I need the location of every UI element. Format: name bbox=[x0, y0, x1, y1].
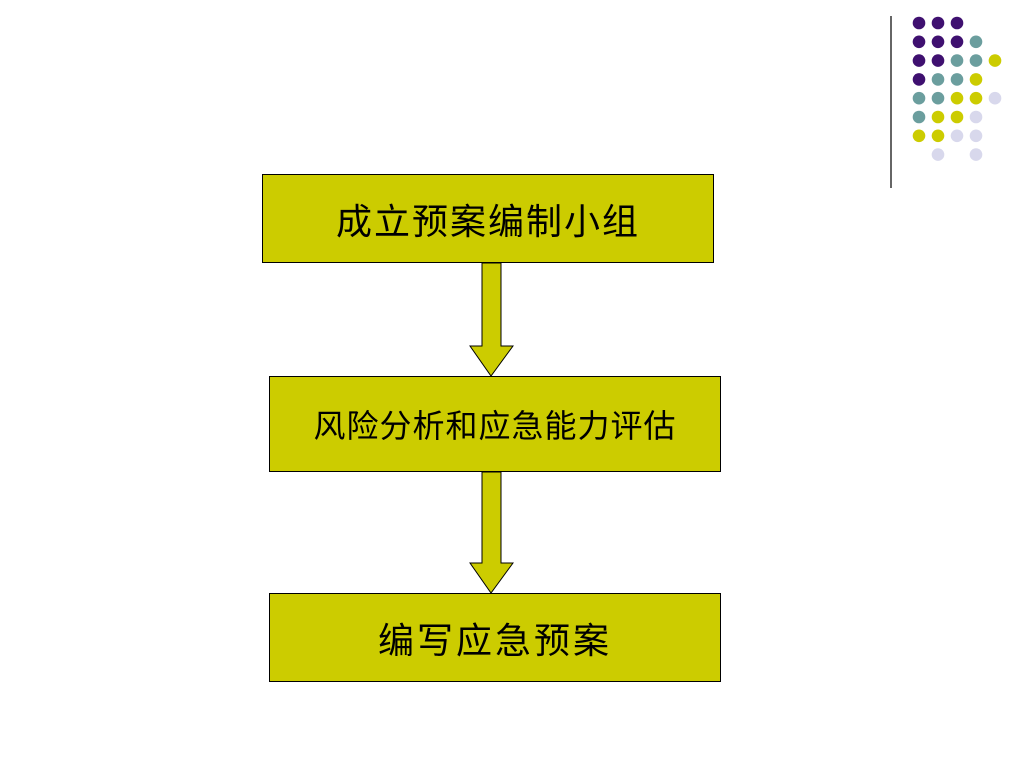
decorative-dot bbox=[969, 148, 983, 161]
decorative-dot bbox=[931, 91, 945, 105]
decorative-dot bbox=[950, 91, 964, 105]
decorative-dot bbox=[912, 73, 926, 86]
down-arrow-2 bbox=[469, 471, 514, 594]
decorative-dot bbox=[931, 148, 945, 161]
step-box-form-team: 成立预案编制小组 bbox=[262, 174, 714, 263]
decorative-dot bbox=[912, 35, 926, 49]
decorative-dot bbox=[931, 16, 945, 30]
decorative-dot bbox=[950, 16, 964, 30]
dot-grid-icon bbox=[890, 16, 1002, 188]
decorative-dot bbox=[912, 91, 926, 105]
decorative-dot bbox=[931, 110, 945, 124]
decorative-dot bbox=[950, 129, 964, 143]
decorative-dot bbox=[912, 110, 926, 124]
decorative-dot bbox=[912, 16, 926, 30]
down-arrow-1 bbox=[469, 262, 514, 377]
decorative-dot bbox=[969, 91, 983, 105]
decorative-dot bbox=[969, 35, 983, 49]
decorative-dot bbox=[950, 73, 964, 86]
decorative-dot bbox=[912, 129, 926, 143]
step-label-2: 风险分析和应急能力评估 bbox=[313, 407, 677, 445]
decorative-dot bbox=[950, 110, 964, 124]
decorative-dot bbox=[950, 54, 964, 67]
decorative-dot bbox=[969, 54, 983, 67]
decorative-dot bbox=[912, 54, 926, 67]
decorative-dot bbox=[988, 91, 1002, 105]
decorative-dot bbox=[969, 73, 983, 86]
decorative-dot bbox=[931, 54, 945, 67]
step-label-3: 编写应急预案 bbox=[377, 620, 612, 662]
decorative-dot bbox=[931, 129, 945, 143]
decorative-dot bbox=[931, 73, 945, 86]
step-box-risk-analysis: 风险分析和应急能力评估 bbox=[269, 376, 721, 472]
decorative-dot bbox=[950, 35, 964, 49]
step-box-write-plan: 编写应急预案 bbox=[269, 593, 721, 682]
decorative-dot bbox=[931, 35, 945, 49]
step-label-1: 成立预案编制小组 bbox=[335, 201, 640, 243]
decorative-dot bbox=[969, 110, 983, 124]
decorative-dot bbox=[969, 129, 983, 143]
decorative-dot bbox=[988, 54, 1002, 67]
